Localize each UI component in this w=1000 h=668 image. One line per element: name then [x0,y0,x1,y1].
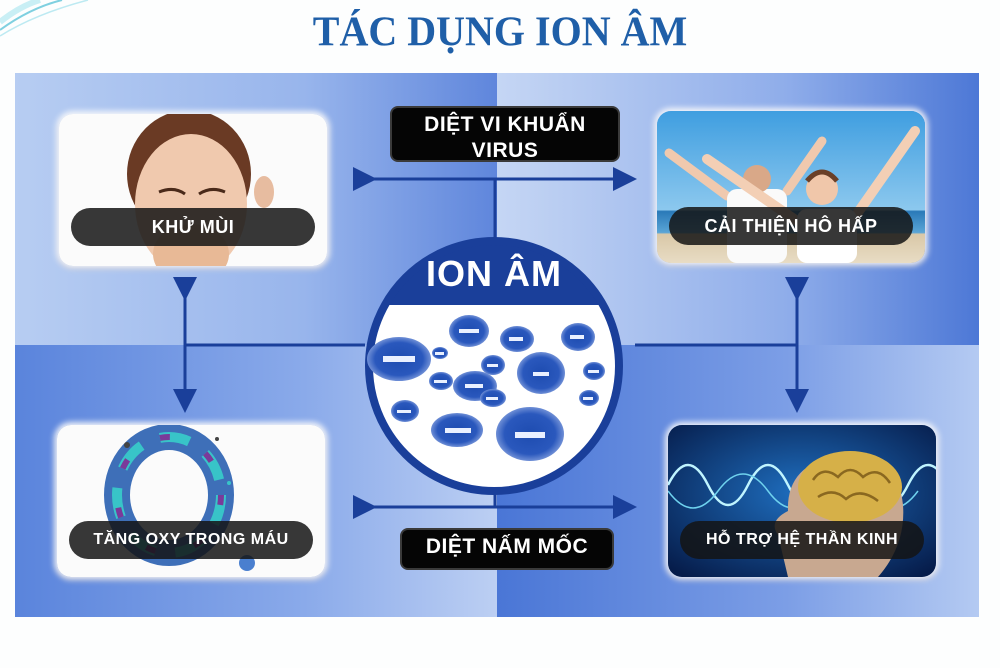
corner-decoration [0,0,89,37]
negative-ions-illustration [365,237,623,495]
diagram-board: DIỆT VI KHUẨN VIRUS DIỆT NẤM MỐC KHỬ MÙI [15,73,979,617]
connector-arrows [173,167,809,519]
ion-am-circle: ION ÂM [363,235,625,497]
tag-kill-mold: DIỆT NẤM MỐC [400,528,614,570]
benefit-card-nervous-system: HỖ TRỢ HỆ THẦN KINH [668,425,936,577]
ion-am-title: ION ÂM [426,253,562,294]
benefit-card-respiratory: CẢI THIỆN HÔ HẤP [657,111,925,263]
benefit-card-deodorize: KHỬ MÙI [59,114,327,266]
negative-ion-particles [367,315,605,461]
page-title: TÁC DỤNG ION ÂM [312,7,688,56]
tag-kill-bacteria-virus: DIỆT VI KHUẨN VIRUS [390,106,620,162]
benefit-label: HỖ TRỢ HỆ THẦN KINH [680,521,924,559]
tag-line-1: DIỆT VI KHUẨN [424,113,586,136]
benefit-label: TĂNG OXY TRONG MÁU [69,521,313,559]
benefit-card-oxygen: TĂNG OXY TRONG MÁU [57,425,325,577]
benefit-label: CẢI THIỆN HÔ HẤP [669,207,913,245]
benefit-label: KHỬ MÙI [71,208,315,246]
tag-line-2: VIRUS [471,139,539,162]
tag-kill-mold-label: DIỆT NẤM MỐC [425,535,589,558]
